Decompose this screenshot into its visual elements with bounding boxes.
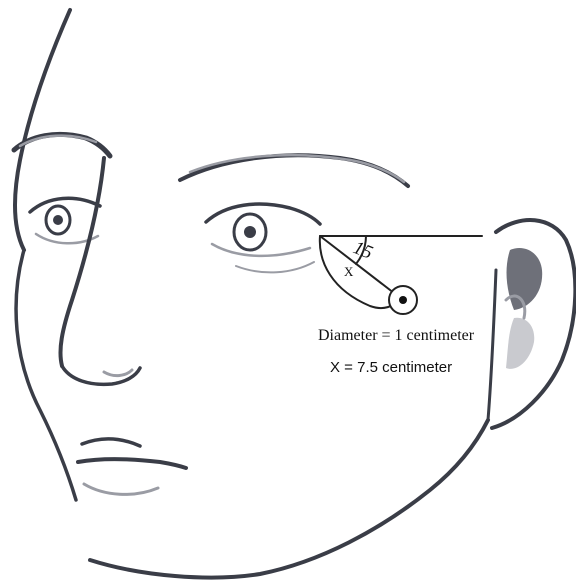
mouth: [78, 439, 186, 494]
eyebrow-left: [14, 134, 110, 156]
diameter-caption: Diameter = 1 centimeter: [318, 327, 475, 344]
acupoint-center-dot: [399, 296, 407, 304]
face-sketch: [14, 10, 575, 578]
jaw-line: [90, 420, 488, 578]
mouth-line: [78, 459, 186, 468]
ear-outline: [492, 220, 575, 428]
nose-tip: [62, 366, 140, 384]
face-outline-left: [15, 10, 70, 250]
nostril: [104, 370, 132, 376]
ear-shadow-upper: [507, 248, 543, 310]
face-outline-right: [488, 270, 496, 420]
eyebrow-right: [180, 155, 408, 186]
eye-right: [206, 204, 320, 272]
distance-caption: X = 7.5 centimeter: [330, 359, 452, 376]
segment-x-label: X: [344, 264, 354, 279]
ear-shadow-lower: [506, 318, 534, 369]
eye-right-pupil: [244, 226, 256, 238]
measurement-overlay: 15 X Diameter = 1 centimeter X = 7.5 cen…: [318, 236, 482, 376]
upper-lip: [82, 439, 140, 446]
angle-label: 15: [350, 237, 375, 264]
eye-right-under-crease: [236, 262, 314, 272]
nose-bridge: [60, 158, 104, 366]
lower-lip: [84, 484, 158, 494]
eye-left-pupil: [53, 215, 63, 225]
ear: [492, 220, 575, 428]
cheek-contour: [16, 250, 76, 500]
eyebrow-right-hairs: [190, 155, 404, 182]
